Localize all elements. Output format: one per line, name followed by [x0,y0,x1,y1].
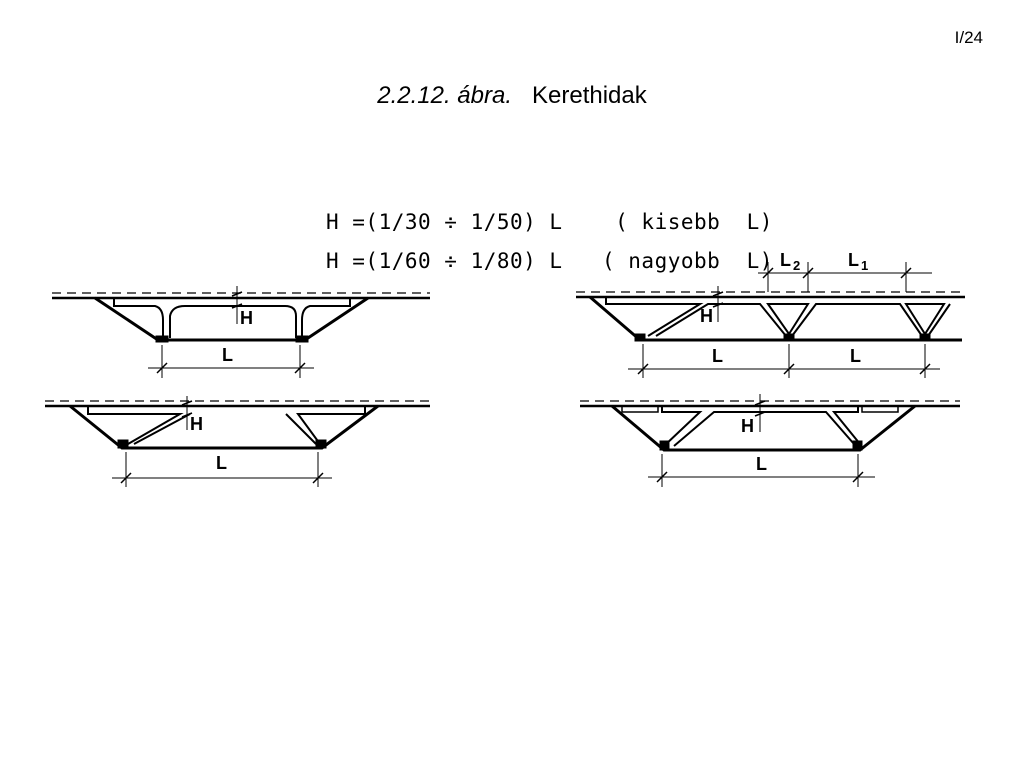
bridge-bottom-left [45,396,430,487]
dim-label-l2-subscript: 2 [793,258,800,273]
bridge-top-left [52,286,430,378]
dim-label-h: H [741,416,754,436]
dim-label-h: H [700,306,713,326]
dim-label-l2: L [780,250,791,270]
dim-label-l: L [850,346,861,366]
figure-title: 2.2.12. ábra. Kerethidak [0,82,1024,110]
formula-small-span: H =(1/30 ÷ 1/50) L ( kisebb L) [326,210,773,234]
dim-label-l: L [756,454,767,474]
dim-label-h: H [240,308,253,328]
dim-label-l1: L [848,250,859,270]
page-number: I/24 [954,28,983,47]
figure-number: 2.2.12. ábra. [377,82,512,109]
dim-label-h: H [190,414,203,434]
formula-large-span: H =(1/60 ÷ 1/80) L ( nagyobb L) [326,249,773,273]
dim-label-l: L [712,346,723,366]
bridge-top-right [576,262,965,378]
bridge-bottom-right [580,394,960,487]
dim-label-l1-subscript: 1 [861,258,868,273]
dim-label-l: L [222,345,233,365]
figure-caption: Kerethidak [532,82,647,109]
dim-label-l: L [216,453,227,473]
